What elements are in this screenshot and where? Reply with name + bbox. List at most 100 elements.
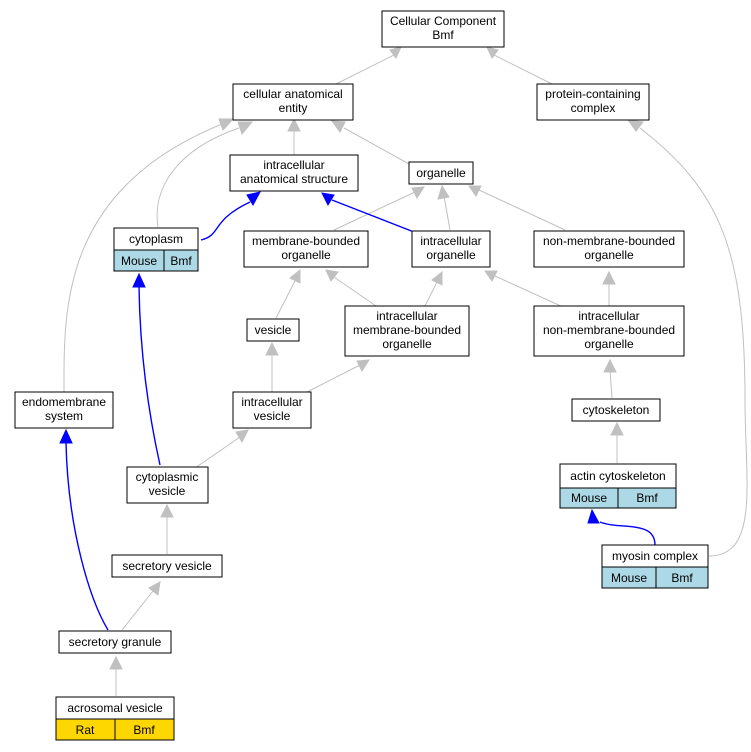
node-label: organelle — [426, 248, 476, 262]
node-label: organelle — [584, 337, 634, 351]
node-label: Cellular Component — [390, 14, 497, 28]
node-label: anatomical structure — [240, 172, 348, 186]
edge-cytoplasm-to-cae — [156, 127, 240, 228]
node-myosin-complex[interactable]: myosin complex Mouse Bmf — [601, 544, 709, 589]
edge-organelle-to-cae — [343, 127, 412, 166]
arrowhead — [356, 359, 370, 373]
node-endomembrane-system[interactable]: endomembrane system — [14, 391, 114, 429]
node-label: cellular anatomical — [243, 87, 342, 101]
node-label: vesicle — [254, 409, 291, 423]
edge-sg-to-ems[interactable] — [65, 442, 109, 631]
species-cell-bmf — [114, 718, 175, 741]
arrowhead — [602, 270, 616, 285]
node-label: acrosomal vesicle — [67, 701, 163, 715]
species-cell-bmf — [655, 566, 709, 589]
arrowhead — [486, 46, 499, 59]
node-label: intracellular — [263, 158, 324, 172]
edge-cytoplasm-to-ias[interactable] — [200, 201, 251, 241]
node-secretory-granule[interactable]: secretory granule — [58, 630, 172, 654]
node-cytoplasmic-vesicle[interactable]: cytoplasmic vesicle — [126, 466, 209, 504]
edge-cv-to-cytoplasm[interactable] — [138, 285, 161, 466]
edge-cae-to-cc — [333, 53, 397, 86]
node-label: membrane-bounded — [353, 323, 461, 337]
edge-iv-to-imbo — [304, 364, 361, 394]
species-label: Rat — [76, 723, 95, 737]
node-cellular-component[interactable]: Cellular Component Bmf — [381, 10, 505, 48]
edge-inmbo-to-io — [494, 275, 564, 308]
node-intracellular-organelle[interactable]: intracellular organelle — [411, 230, 491, 268]
species-label: Bmf — [170, 254, 192, 268]
edge-mbo-to-organelle — [333, 191, 416, 231]
node-label: vesicle — [149, 484, 186, 498]
node-intracellular-vesicle[interactable]: intracellular vesicle — [232, 391, 312, 429]
edge-sg-to-sv — [121, 590, 154, 631]
graph-edges — [59, 46, 748, 696]
species-cell-bmf — [617, 487, 677, 509]
node-label: myosin complex — [612, 549, 698, 563]
node-label: cytoplasmic — [136, 470, 199, 484]
arrowhead — [431, 270, 443, 286]
node-label: intracellular — [376, 309, 437, 323]
species-label: Bmf — [636, 491, 658, 505]
arrowhead — [603, 358, 617, 373]
node-label: secretory granule — [69, 635, 162, 649]
species-label: Bmf — [671, 571, 693, 585]
node-intracellular-membrane-bounded-organelle[interactable]: intracellular membrane-bounded organelle — [344, 305, 470, 357]
arrowhead — [287, 117, 301, 132]
edge-imbo-to-io — [424, 281, 438, 307]
arrowhead — [587, 508, 600, 524]
node-secretory-vesicle[interactable]: secretory vesicle — [111, 554, 223, 578]
node-non-membrane-bounded-organelle[interactable]: non-membrane-bounded organelle — [533, 230, 685, 268]
species-label: Mouse — [571, 491, 607, 505]
node-acrosomal-vesicle[interactable]: acrosomal vesicle Rat Bmf — [55, 696, 175, 741]
arrowhead — [246, 191, 261, 207]
node-cytoplasm[interactable]: cytoplasm Mouse Bmf — [113, 227, 199, 272]
arrowhead — [132, 272, 146, 288]
node-membrane-bounded-organelle[interactable]: membrane-bounded organelle — [243, 230, 369, 268]
species-label: Mouse — [121, 254, 157, 268]
edge-ems-to-cae — [63, 123, 223, 393]
node-intracellular-anatomical-structure[interactable]: intracellular anatomical structure — [229, 154, 359, 192]
edge-vesicle-to-mbo — [275, 278, 297, 319]
arrowhead — [626, 119, 644, 132]
node-organelle[interactable]: organelle — [408, 161, 474, 185]
node-label: non-membrane-bounded — [543, 234, 675, 248]
node-label: complex — [571, 101, 616, 115]
node-label: Bmf — [432, 28, 454, 42]
node-label: intracellular — [578, 309, 639, 323]
arrowhead — [389, 46, 402, 59]
edge-myosin-to-actin[interactable] — [599, 521, 656, 546]
node-cellular-anatomical-entity[interactable]: cellular anatomical entity — [232, 83, 354, 121]
node-label: entity — [279, 101, 308, 115]
arrowhead — [265, 341, 279, 356]
node-cytoskeleton[interactable]: cytoskeleton — [571, 398, 661, 422]
arrowhead — [437, 184, 450, 200]
node-label: system — [45, 409, 83, 423]
arrowhead — [330, 120, 346, 133]
node-label: vesicle — [255, 323, 292, 337]
node-protein-containing-complex[interactable]: protein-containing complex — [536, 83, 650, 121]
node-label: non-membrane-bounded — [543, 323, 675, 337]
node-label: protein-containing — [545, 87, 640, 101]
arrowhead — [484, 270, 498, 282]
edge-imbo-to-mbo — [333, 276, 377, 307]
node-label: intracellular — [420, 234, 481, 248]
arrowhead — [59, 428, 73, 444]
arrowhead — [321, 192, 335, 207]
node-label: intracellular — [241, 395, 302, 409]
node-actin-cytoskeleton[interactable]: actin cytoskeleton Mouse Bmf — [559, 463, 677, 509]
node-intracellular-non-membrane-bounded-organelle[interactable]: intracellular non-membrane-bounded organ… — [533, 305, 685, 357]
node-label: organelle — [281, 248, 331, 262]
arrowhead — [411, 186, 425, 200]
node-label: organelle — [416, 166, 466, 180]
edge-io-to-ias[interactable] — [331, 199, 415, 233]
species-label: Mouse — [611, 571, 647, 585]
arrowhead — [325, 269, 339, 282]
arrowhead — [148, 581, 161, 596]
arrowhead — [468, 185, 482, 197]
arrowhead — [160, 503, 174, 518]
edge-cytoskeleton-to-inmbo — [609, 369, 613, 399]
node-vesicle[interactable]: vesicle — [246, 318, 300, 342]
edge-pcc-to-cc — [491, 53, 555, 86]
